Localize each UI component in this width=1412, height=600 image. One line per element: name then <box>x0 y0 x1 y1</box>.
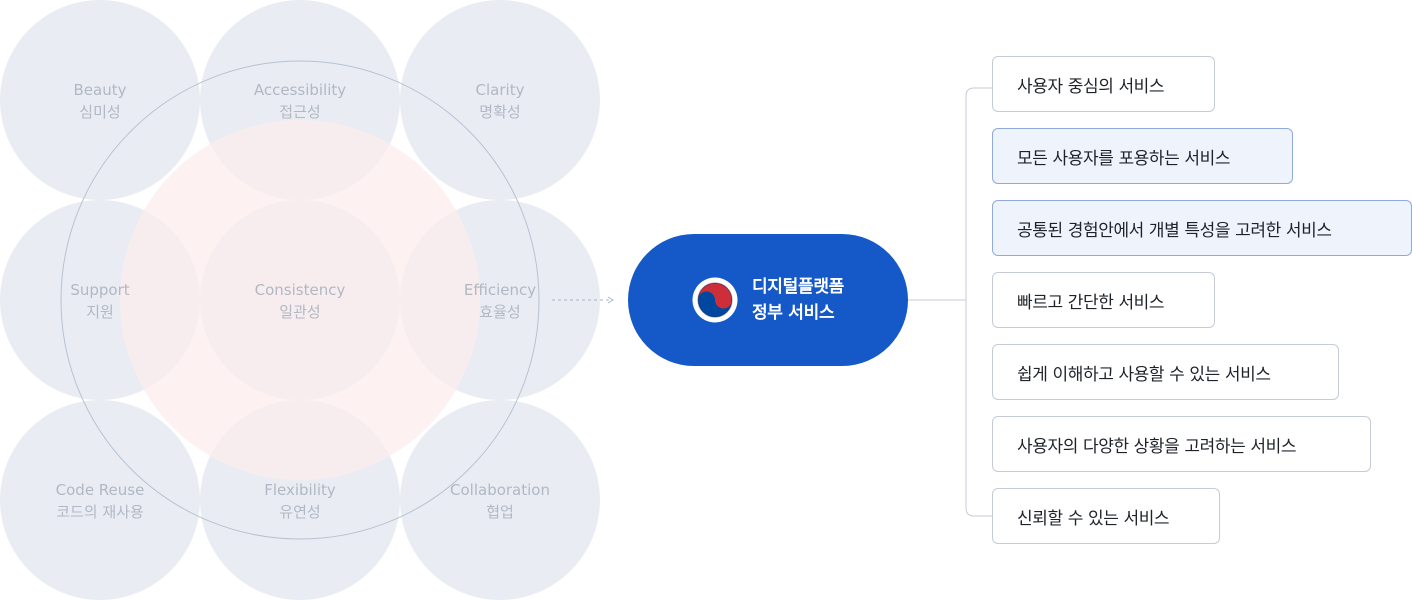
principle-label-ko-efficiency: 효율성 <box>479 303 520 321</box>
principle-label-ko-clarity: 명확성 <box>479 103 520 121</box>
service-item-user-centered: 사용자 중심의 서비스 <box>992 56 1215 112</box>
principle-circle-collaboration <box>400 400 600 600</box>
principle-label-ko-accessibility: 접근성 <box>279 103 320 121</box>
principle-circle-code-reuse <box>0 400 200 600</box>
tree-bracket-lines <box>908 87 992 517</box>
dashed-connector-arrow <box>552 296 614 304</box>
principle-label-ko-collaboration: 협업 <box>486 503 514 521</box>
outer-ring-circle <box>60 60 540 540</box>
principle-label-ko-consistency: 일관성 <box>279 303 320 321</box>
pill-title-line2: 정부 서비스 <box>751 303 835 323</box>
principle-label-ko-support: 지원 <box>86 303 114 321</box>
principle-label-en-beauty: Beauty <box>74 81 127 99</box>
principle-circle-clarity <box>400 0 600 200</box>
digital-platform-government-pill: 디지털플랫폼 정부 서비스 <box>628 234 908 366</box>
principle-label-ko-flexibility: 유연성 <box>279 503 320 521</box>
service-item-individual-traits: 공통된 경험안에서 개별 특성을 고려한 서비스 <box>992 200 1412 256</box>
principle-circle-beauty <box>0 0 200 200</box>
inner-core-circle <box>120 120 480 480</box>
service-item-various-situations: 사용자의 다양한 상황을 고려하는 서비스 <box>992 416 1371 472</box>
principle-label-ko-code-reuse: 코드의 재사용 <box>56 503 144 521</box>
principles-diagram: Beauty 심미성 Accessibility 접근성 Clarity 명확성 Suppo… <box>0 0 600 600</box>
principle-label-en-consistency: Consistency <box>255 281 346 299</box>
principle-label-en-accessibility: Accessibility <box>254 81 346 99</box>
service-item-inclusive: 모든 사용자를 포용하는 서비스 <box>992 128 1293 184</box>
service-item-trustworthy: 신뢰할 수 있는 서비스 <box>992 488 1220 544</box>
taegeuk-emblem-icon <box>692 277 738 323</box>
principle-label-en-flexibility: Flexibility <box>264 481 336 499</box>
principle-label-en-clarity: Clarity <box>476 81 525 99</box>
principle-label-en-support: Support <box>70 281 129 299</box>
pill-title-line1: 디지털플랫폼 <box>751 277 845 297</box>
principle-label-en-efficiency: Efficiency <box>464 281 536 299</box>
principle-label-en-collaboration: Collaboration <box>450 481 550 499</box>
principle-label-ko-beauty: 심미성 <box>79 103 120 121</box>
service-item-easy-to-use: 쉽게 이해하고 사용할 수 있는 서비스 <box>992 344 1339 400</box>
principle-label-en-code-reuse: Code Reuse <box>56 481 145 499</box>
service-item-fast-simple: 빠르고 간단한 서비스 <box>992 272 1215 328</box>
